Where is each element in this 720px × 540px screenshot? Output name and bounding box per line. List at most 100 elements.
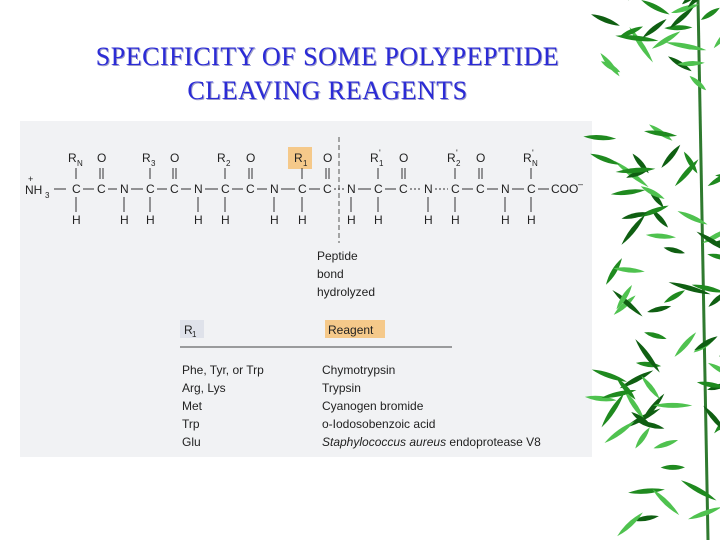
bamboo-leaf (652, 489, 680, 516)
table-header-r: R (184, 323, 193, 337)
r-group-subscript-6: 2 (456, 159, 461, 168)
bamboo-leaf (644, 130, 678, 137)
r-group-subscript-5: 1 (379, 159, 384, 168)
bamboo-leaf (674, 159, 699, 187)
amide-hydrogen-2: H (194, 213, 203, 227)
carbonyl-oxygen-2: O (170, 151, 179, 165)
table-reagent-2: Trypsin (322, 381, 361, 395)
bamboo-leaf (624, 390, 645, 420)
bamboo-leaf (619, 370, 654, 389)
r-group-subscript-3: 2 (226, 159, 231, 168)
table-residue-3: Met (182, 399, 203, 413)
bamboo-leaf (680, 480, 717, 501)
table-reagent-5: Staphylococcus aureus endoprotease V8 (322, 435, 541, 449)
table-residue-5: Glu (182, 435, 201, 449)
reagent-organism: Staphylococcus aureus (322, 435, 446, 449)
amide-hydrogen-1: H (120, 213, 129, 227)
alpha-hydrogen-7: H (527, 213, 536, 227)
bamboo-leaf (645, 233, 676, 239)
bamboo-leaf (633, 515, 659, 522)
bamboo-leaf (696, 231, 720, 252)
bamboo-leaf (700, 7, 720, 20)
carbonyl-oxygen-5: O (399, 151, 408, 165)
bamboo-leaf (604, 421, 635, 443)
amide-hydrogen-6: H (501, 213, 510, 227)
bamboo-leaf (613, 295, 636, 315)
amide-nitrogen-4: N (347, 182, 356, 196)
alpha-hydrogen-2: H (146, 213, 155, 227)
table-header-r-sub: 1 (192, 330, 197, 339)
bamboo-leaf (653, 402, 693, 408)
bamboo-leaf (644, 332, 667, 339)
table-reagent-3: Cyanogen bromide (322, 399, 424, 413)
table-reagent-1: Chymotrypsin (322, 363, 395, 377)
amide-nitrogen-1: N (120, 182, 129, 196)
bamboo-leaf (631, 412, 653, 427)
bamboo-leaf (613, 267, 645, 273)
carbonyl-oxygen-1: O (97, 151, 106, 165)
bamboo-leaf (677, 61, 705, 67)
title-line-1: SPECIFICITY OF SOME POLYPEPTIDE (95, 42, 560, 71)
bamboo-leaf (653, 439, 679, 449)
bamboo-leaf (605, 258, 622, 285)
slide-title: SPECIFICITY OF SOME POLYPEPTIDE CLEAVING… (0, 40, 655, 108)
bamboo-leaf (694, 336, 718, 351)
alpha-carbon-4: C (298, 182, 307, 196)
r1-header-box (180, 320, 204, 338)
bamboo-leaf (621, 214, 646, 245)
alpha-hydrogen-3: H (221, 213, 230, 227)
bamboo-leaf (651, 209, 669, 228)
bamboo-leaf (616, 285, 632, 310)
carbonyl-carbon-2: C (170, 182, 179, 196)
alpha-carbon-3: C (221, 182, 230, 196)
bamboo-leaf (669, 7, 694, 29)
alpha-hydrogen-6: H (451, 213, 460, 227)
bamboo-leaves (583, 0, 720, 540)
reagent-enzyme: endoprotease V8 (446, 435, 541, 449)
amide-hydrogen-4: H (347, 213, 356, 227)
r-group-label-2: R (142, 151, 151, 165)
table-header-reagent: Reagent (328, 323, 374, 337)
bamboo-leaf (628, 488, 665, 494)
r-group-label-3: R (217, 151, 226, 165)
bamboo-leaf (696, 381, 720, 388)
carbonyl-oxygen-3: O (246, 151, 255, 165)
bamboo-leaf (621, 212, 648, 219)
bamboo-leaf (642, 19, 667, 38)
alpha-hydrogen-4: H (298, 213, 307, 227)
bamboo-leaf (688, 507, 720, 520)
carbonyl-oxygen-6: O (476, 151, 485, 165)
bamboo-decoration (583, 0, 720, 540)
bamboo-leaf (661, 144, 681, 168)
bamboo-stem (696, 0, 710, 540)
bamboo-leaf (707, 253, 720, 261)
carbonyl-carbon-1: C (97, 182, 106, 196)
table-residue-2: Arg, Lys (182, 381, 226, 395)
amide-hydrogen-3: H (270, 213, 279, 227)
bamboo-leaf (707, 171, 720, 186)
n-terminus-subscript: 3 (45, 191, 50, 200)
bamboo-leaf (660, 464, 685, 470)
r-group-prime-5: ' (379, 148, 381, 158)
bamboo-leaf (615, 35, 659, 42)
bamboo-leaf (637, 205, 669, 218)
n-terminus-charge: + (28, 174, 33, 184)
bamboo-leaf (610, 189, 646, 196)
carbonyl-carbon-6: C (476, 182, 485, 196)
r-group-label-1: R (68, 151, 77, 165)
bamboo-leaf (635, 339, 660, 373)
bamboo-leaf (601, 393, 624, 428)
reagent-header-highlight (325, 320, 385, 338)
r-group-label-6: R (447, 151, 456, 165)
r-group-label-7: R (523, 151, 532, 165)
r-group-subscript-2: 3 (151, 159, 156, 168)
bamboo-leaf (691, 284, 720, 293)
amide-nitrogen-6: N (501, 182, 510, 196)
n-terminus-label: NH (25, 183, 42, 197)
title-line-2: CLEAVING REAGENTS (187, 76, 468, 105)
bamboo-leaf (591, 14, 620, 26)
r1-highlight (288, 147, 312, 169)
r-group-prime-6: ' (456, 148, 458, 158)
